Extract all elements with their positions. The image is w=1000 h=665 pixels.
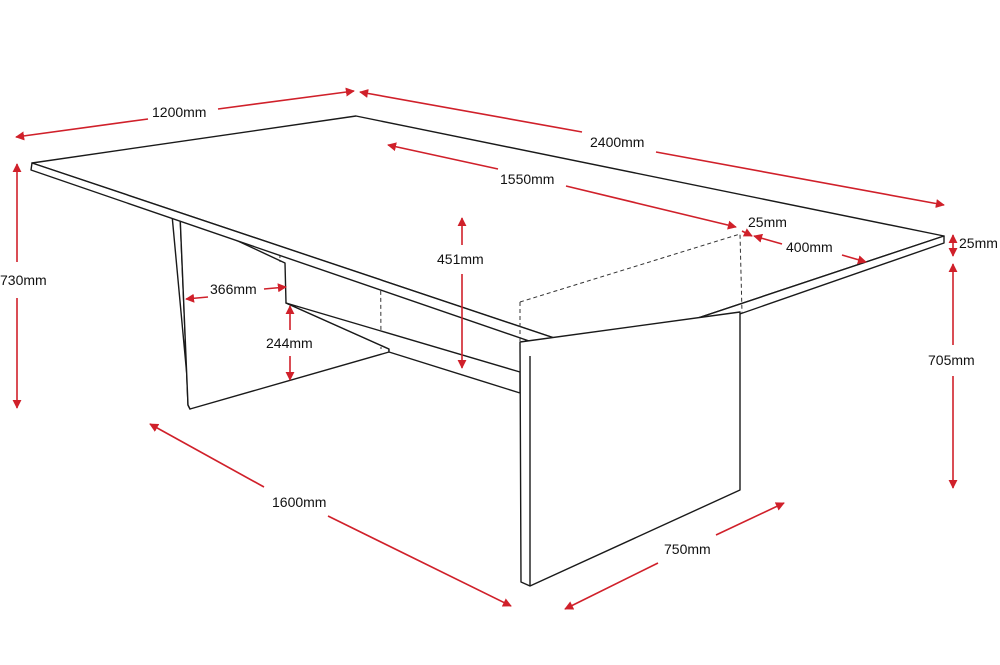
dim-arrow-top-length-right <box>655 151 945 208</box>
label-leg-depth: 750mm <box>664 541 711 557</box>
label-leg-thickness: 25mm <box>748 214 787 230</box>
dim-arrow-top-width-right <box>217 87 355 110</box>
dim-arrow-inner-length-right <box>565 185 737 230</box>
label-top-width: 1200mm <box>152 104 206 120</box>
dim-arrow-leg-depth-right <box>715 502 785 536</box>
dim-arrow-overhang-left <box>753 233 783 245</box>
dim-arrow-top-width-left <box>15 118 149 141</box>
stretcher-beam <box>277 162 641 394</box>
dim-arrow-top-length-left <box>359 89 583 133</box>
dim-arrow-overhang-right <box>841 254 867 265</box>
label-top-thickness: 25mm <box>959 235 998 251</box>
dim-arrow-leg-inset-right <box>263 283 287 293</box>
dimension-lines <box>12 87 958 610</box>
dim-arrow-leg-inset-left <box>185 293 209 303</box>
label-leg-span: 1600mm <box>272 494 326 510</box>
label-leg-inset: 366mm <box>210 281 257 297</box>
dimension-labels: 1200mm 2400mm 1550mm 25mm 400mm 25mm 730… <box>0 104 998 557</box>
dim-arrow-leg-thickness <box>741 228 753 237</box>
label-overall-height: 730mm <box>0 272 47 288</box>
front-leg-panel <box>519 233 743 587</box>
dim-arrow-leg-span-right <box>327 515 512 607</box>
label-inner-length: 1550mm <box>500 171 554 187</box>
label-beam-drop: 244mm <box>266 335 313 351</box>
label-top-length: 2400mm <box>590 134 644 150</box>
label-beam-height: 451mm <box>437 251 484 267</box>
dim-arrow-leg-span-left <box>149 423 265 488</box>
dim-arrow-inner-length-left <box>387 142 499 170</box>
label-leg-height: 705mm <box>928 352 975 368</box>
dim-arrow-leg-depth-left <box>564 562 659 610</box>
label-overhang: 400mm <box>786 239 833 255</box>
